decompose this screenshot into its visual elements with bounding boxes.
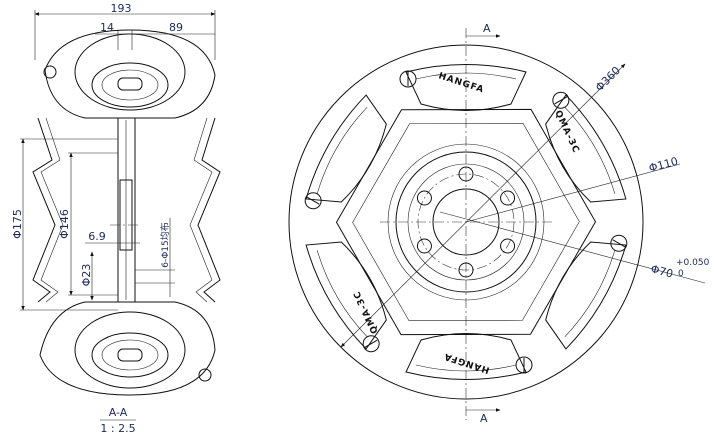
section-view-a-a: 193 14 89 Φ175 Φ146 6.9 Φ23 6-Φ15均布 A-A … [11,2,221,435]
dim-6-9: 6.9 [88,230,106,243]
top-roller-section [43,29,216,119]
dim-89: 89 [169,21,183,34]
screw-icon [304,192,322,210]
dim-dia-23: Φ23 [80,264,93,287]
left-wave-profile [32,117,56,303]
brand-top: HANGFA [437,71,485,95]
roller [545,91,627,203]
section-label: A-A [109,406,128,419]
right-wave-profile [197,117,221,303]
roller [305,241,387,353]
tolerance-upper: +0.050 [676,258,710,268]
dim-6-holes: 6-Φ15均布 [159,222,171,268]
screw-icon [515,356,533,374]
dim-14: 14 [100,21,114,34]
roller [545,234,628,350]
outer-circle [288,44,644,400]
roller [405,333,533,380]
tolerance-lower: 0 [678,269,684,279]
hub-plate [110,117,140,303]
dim-dia-146: Φ146 [58,209,71,239]
section-marker-bottom: A [480,412,488,425]
dim-dia-360: Φ360 [593,64,623,94]
section-marker-top: A [483,22,491,35]
dim-193: 193 [111,2,132,15]
bottom-roller-section [39,301,216,396]
dim-dia-110: Φ110 [647,155,679,175]
bolt-hole [416,238,432,254]
scale-label: 1 : 2.5 [100,422,135,435]
front-view: A A HANGFA HANGFA QMA-3C QMA-3C Φ3 [288,22,710,425]
dim-dia-175: Φ175 [11,209,24,239]
roller [304,94,387,210]
dim-dia-70: Φ70 [649,262,674,280]
